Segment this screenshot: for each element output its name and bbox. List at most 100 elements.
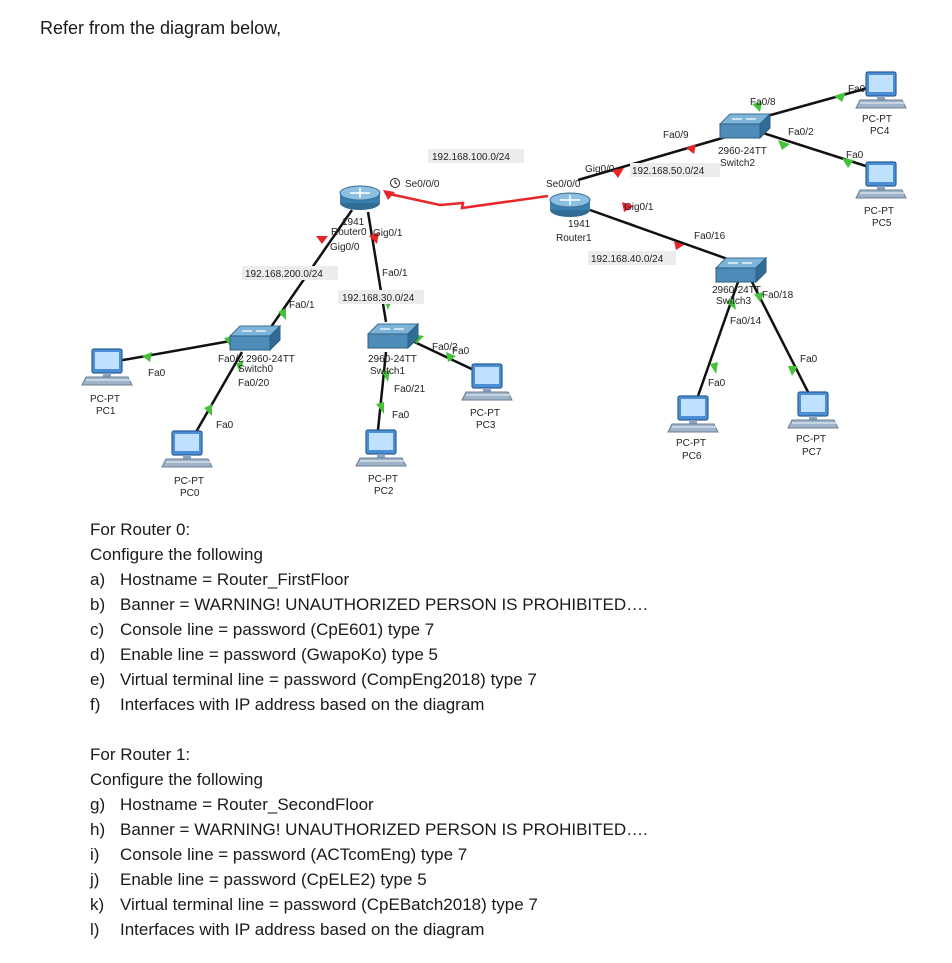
serial-link <box>384 191 549 210</box>
pc2[interactable]: Fa0 PC-PT PC2 <box>355 410 410 497</box>
link-sw3-pc7 <box>750 281 810 393</box>
pc5[interactable]: Fa0 PC-PT PC5 <box>846 150 907 229</box>
pc5-port: Fa0 <box>846 150 864 161</box>
switch1[interactable]: Fa0/1 Fa0/2 2960-24TT Switch1 Fa0/21 <box>367 268 458 395</box>
pc6-port: Fa0 <box>708 378 726 389</box>
pc1[interactable]: Fa0 PC-PT PC1 <box>81 348 166 417</box>
intro-text: Refer from the diagram below, <box>40 18 282 38</box>
router1[interactable]: Se0/0/0 Gig0/0 Gig0/1 1941 Router1 <box>546 164 654 244</box>
port-status-markers <box>142 92 854 416</box>
pc6[interactable]: Fa0 PC-PT PC6 <box>667 378 726 462</box>
switch0-port-fa20: Fa0/20 <box>238 378 270 389</box>
switch3-name: Switch3 <box>716 296 751 307</box>
router0-task-f: f)Interfaces with IP address based on th… <box>90 695 485 714</box>
switch0[interactable]: Fa0/1 Fa0/2 2960-24TT Switch0 Fa0/20 <box>218 300 315 389</box>
pc3[interactable]: Fa0 PC-PT PC3 <box>452 346 513 431</box>
pc4[interactable]: Fa0 PC-PT PC4 <box>848 71 907 137</box>
pc0[interactable]: Fa0 PC-PT PC0 <box>161 420 234 499</box>
pc3-type: PC-PT <box>470 408 500 419</box>
router0-task-a: a)Hostname = Router_FirstFloor <box>90 570 350 589</box>
router1-task-g: g)Hostname = Router_SecondFloor <box>90 795 374 814</box>
router0[interactable]: Se0/0/0 1941 Router0 Gig0/1 Gig0/0 <box>330 178 440 254</box>
pc6-name: PC6 <box>682 451 702 462</box>
router0-model: 1941 <box>342 217 365 228</box>
router1-port-g0: Gig0/0 <box>585 164 615 175</box>
switch1-model: 2960-24TT <box>368 354 417 365</box>
switch0-model: 2960-24TT <box>246 354 295 365</box>
router0-port-se: Se0/0/0 <box>405 179 440 190</box>
router0-task-d: d)Enable line = password (GwapoKo) type … <box>90 645 438 664</box>
link-sw0-pc1 <box>111 338 237 364</box>
network-topology-diagram: 192.168.100.0/24 192.168.50.0/24 192.168… <box>81 71 907 499</box>
router1-task-h: h)Banner = WARNING! UNAUTHORIZED PERSON … <box>90 820 648 839</box>
switch2-port-fa9: Fa0/9 <box>663 130 689 141</box>
link-r1-sw3 <box>589 208 737 264</box>
pc4-type: PC-PT <box>862 114 892 125</box>
pc0-port: Fa0 <box>216 420 234 431</box>
pc1-type: PC-PT <box>90 394 120 405</box>
switch1-name: Switch1 <box>370 366 405 377</box>
router0-task-c: c)Console line = password (CpE601) type … <box>90 620 435 639</box>
pc7-name: PC7 <box>802 447 822 458</box>
router0-task-b: b)Banner = WARNING! UNAUTHORIZED PERSON … <box>90 595 648 614</box>
switch3-port-fa18: Fa0/18 <box>762 290 794 301</box>
switch1-port-fa1: Fa0/1 <box>382 268 408 279</box>
router1-task-k: k)Virtual terminal line = password (CpEB… <box>90 895 538 914</box>
router1-config-section: For Router 1: Configure the following g)… <box>90 742 648 942</box>
pc6-type: PC-PT <box>676 438 706 449</box>
pc0-type: PC-PT <box>174 476 204 487</box>
router0-task-e: e)Virtual terminal line = password (Comp… <box>90 670 537 689</box>
pc5-type: PC-PT <box>864 206 894 217</box>
switch2-port-fa2: Fa0/2 <box>788 127 814 138</box>
pc5-name: PC5 <box>872 218 892 229</box>
switch3-model: 2960-24TT <box>712 285 761 296</box>
pc2-name: PC2 <box>374 486 394 497</box>
router0-port-g1: Gig0/1 <box>373 228 403 239</box>
net-192-168-40: 192.168.40.0/24 <box>591 254 664 265</box>
pc4-port: Fa0 <box>848 84 866 95</box>
pc3-port: Fa0 <box>452 346 470 357</box>
net-192-168-200: 192.168.200.0/24 <box>245 269 323 280</box>
pc2-port: Fa0 <box>392 410 410 421</box>
link-sw1-pc2 <box>376 351 388 431</box>
switch1-port-fa2: Fa0/2 <box>432 342 458 353</box>
switch0-port-fa1: Fa0/1 <box>289 300 315 311</box>
net-192-168-30: 192.168.30.0/24 <box>342 293 415 304</box>
pc3-name: PC3 <box>476 420 496 431</box>
router0-name: Router0 <box>331 227 367 238</box>
pc0-name: PC0 <box>180 488 200 499</box>
switch2-port-fa8: Fa0/8 <box>750 97 776 108</box>
switch2-model: 2960-24TT <box>718 146 767 157</box>
switch3-port-fa14: Fa0/14 <box>730 316 762 327</box>
net-192-168-100: 192.168.100.0/24 <box>432 152 510 163</box>
router1-task-j: j)Enable line = password (CpELE2) type 5 <box>90 870 427 889</box>
router1-task-i: i)Console line = password (ACTcomEng) ty… <box>90 845 468 864</box>
switch0-port-fa2: Fa0/2 <box>218 354 244 365</box>
switch2-name: Switch2 <box>720 158 755 169</box>
net-192-168-50: 192.168.50.0/24 <box>632 166 705 177</box>
link-sw0-pc0 <box>194 351 244 433</box>
router1-port-se: Se0/0/0 <box>546 179 581 190</box>
router0-heading: For Router 0: <box>90 520 191 539</box>
pc7-port: Fa0 <box>800 354 818 365</box>
router1-name: Router1 <box>556 233 592 244</box>
router0-subheading: Configure the following <box>90 545 263 564</box>
link-sw2-pc4 <box>759 86 869 120</box>
router1-model: 1941 <box>568 219 591 230</box>
switch2[interactable]: Fa0/8 Fa0/9 Fa0/2 2960-24TT Switch2 <box>663 97 814 169</box>
router1-task-l: l)Interfaces with IP address based on th… <box>90 920 485 939</box>
switch3-port-fa16: Fa0/16 <box>694 231 726 242</box>
pc2-type: PC-PT <box>368 474 398 485</box>
clock-icon <box>390 178 400 188</box>
router1-port-g1: Gig0/1 <box>624 202 654 213</box>
pc1-name: PC1 <box>96 406 116 417</box>
link-sw2-pc5 <box>759 130 873 170</box>
link-sw1-pc3 <box>405 336 479 374</box>
switch0-name: Switch0 <box>238 364 273 375</box>
pc1-port: Fa0 <box>148 368 166 379</box>
link-r1-sw2 <box>577 132 737 182</box>
switch3[interactable]: Fa0/16 2960-24TT Fa0/18 Switch3 Fa0/14 <box>694 231 794 327</box>
network-labels: 192.168.100.0/24 192.168.50.0/24 192.168… <box>242 149 720 304</box>
pc7[interactable]: Fa0 PC-PT PC7 <box>787 354 839 458</box>
router1-subheading: Configure the following <box>90 770 263 789</box>
